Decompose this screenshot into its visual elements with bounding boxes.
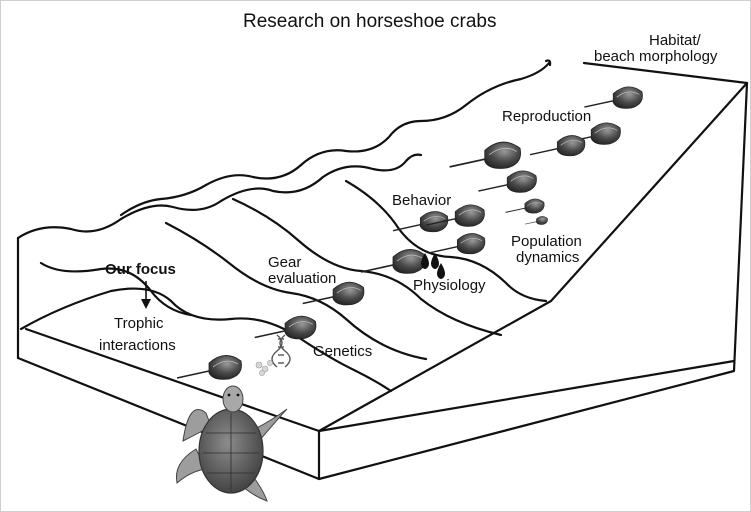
label-population-line2: dynamics: [516, 249, 579, 266]
horseshoe-crab-icon: [450, 142, 521, 168]
zone-line-1: [21, 289, 391, 391]
horseshoe-crab-icon: [530, 135, 585, 155]
label-genetics: Genetics: [313, 343, 372, 360]
label-behavior: Behavior: [392, 192, 451, 209]
horseshoe-crab-icon: [506, 199, 545, 213]
sea-turtle-icon: [176, 386, 287, 501]
horseshoe-crab-icon: [478, 171, 536, 193]
back-profile: [18, 155, 421, 238]
focus-arrow-head: [141, 299, 151, 309]
label-habitat-line1: Habitat/: [649, 32, 701, 49]
label-our-focus: Our focus: [105, 261, 176, 278]
label-habitat-line2: beach morphology: [594, 48, 717, 65]
diagram-title: Research on horseshoe crabs: [243, 11, 496, 33]
label-trophic-line2: interactions: [99, 337, 176, 354]
dna-icon: [272, 335, 290, 367]
label-reproduction: Reproduction: [502, 108, 591, 125]
label-trophic-line1: Trophic: [114, 315, 163, 332]
label-gear-line1: Gear: [268, 254, 301, 271]
egg-icon: [256, 360, 273, 375]
label-physiology: Physiology: [413, 277, 486, 294]
mid-profile: [121, 63, 549, 215]
horseshoe-crab-icon: [525, 216, 548, 224]
horseshoe-crab-icon: [177, 355, 242, 379]
label-population-line1: Population: [511, 233, 582, 250]
label-gear-line2: evaluation: [268, 270, 336, 287]
horseshoe-crab-icon: [584, 87, 642, 109]
horseshoe-crab-icon: [430, 233, 485, 253]
horseshoe-crab-icon: [361, 249, 426, 273]
